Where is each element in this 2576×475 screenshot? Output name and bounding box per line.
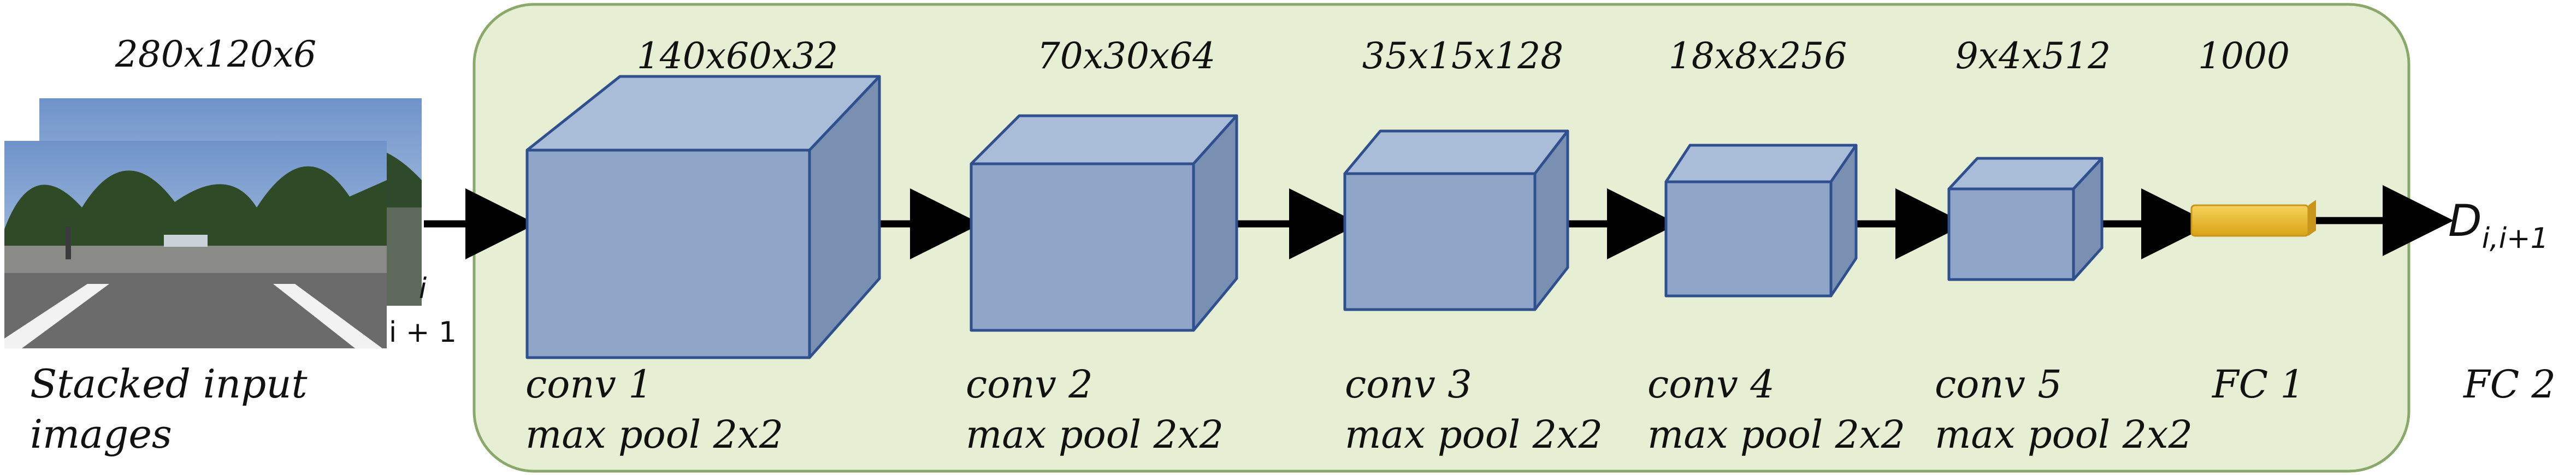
conv1-name-label: conv 1: [525, 362, 653, 407]
fc1-block: [2190, 200, 2316, 237]
conv2-pool-label: max pool 2x2: [966, 412, 1224, 457]
conv5-dims-label: 9x4x512: [1955, 35, 2111, 77]
conv4-pool-label: max pool 2x2: [1647, 412, 1905, 457]
fc1-name-label: FC 1: [2211, 362, 2305, 407]
conv2-block: [970, 114, 1238, 332]
conv3-block: [1343, 129, 1569, 311]
input-caption-line2: images: [30, 411, 172, 457]
frame-index-i-plus-1: i + 1: [389, 316, 457, 349]
conv1-block: [525, 75, 881, 359]
conv2-name-label: conv 2: [966, 362, 1093, 407]
output-label: Di,i+1: [2448, 195, 2549, 255]
conv1-pool-label: max pool 2x2: [525, 412, 783, 457]
conv3-name-label: conv 3: [1345, 362, 1472, 407]
conv1-dims-label: 140x60x32: [637, 35, 838, 77]
conv5-name-label: conv 5: [1935, 362, 2062, 407]
conv5-block: [1947, 157, 2104, 281]
conv3-pool-label: max pool 2x2: [1345, 412, 1603, 457]
conv4-name-label: conv 4: [1647, 362, 1775, 407]
input-frame-front: [4, 141, 387, 348]
fc1-dims-label: 1000: [2198, 35, 2290, 77]
conv5-pool-label: max pool 2x2: [1935, 412, 2193, 457]
fc2-name-label: FC 2: [2462, 362, 2556, 407]
conv4-block: [1664, 144, 1858, 298]
frame-index-i: i: [419, 272, 427, 305]
output-subscript: i,i+1: [2482, 222, 2549, 255]
input-dims-label: 280x120x6: [115, 33, 316, 75]
conv4-dims-label: 18x8x256: [1669, 35, 1847, 77]
conv2-dims-label: 70x30x64: [1037, 35, 1215, 77]
conv3-dims-label: 35x15x128: [1362, 35, 1563, 77]
input-caption-line1: Stacked input: [30, 361, 308, 407]
output-symbol: D: [2448, 195, 2482, 246]
